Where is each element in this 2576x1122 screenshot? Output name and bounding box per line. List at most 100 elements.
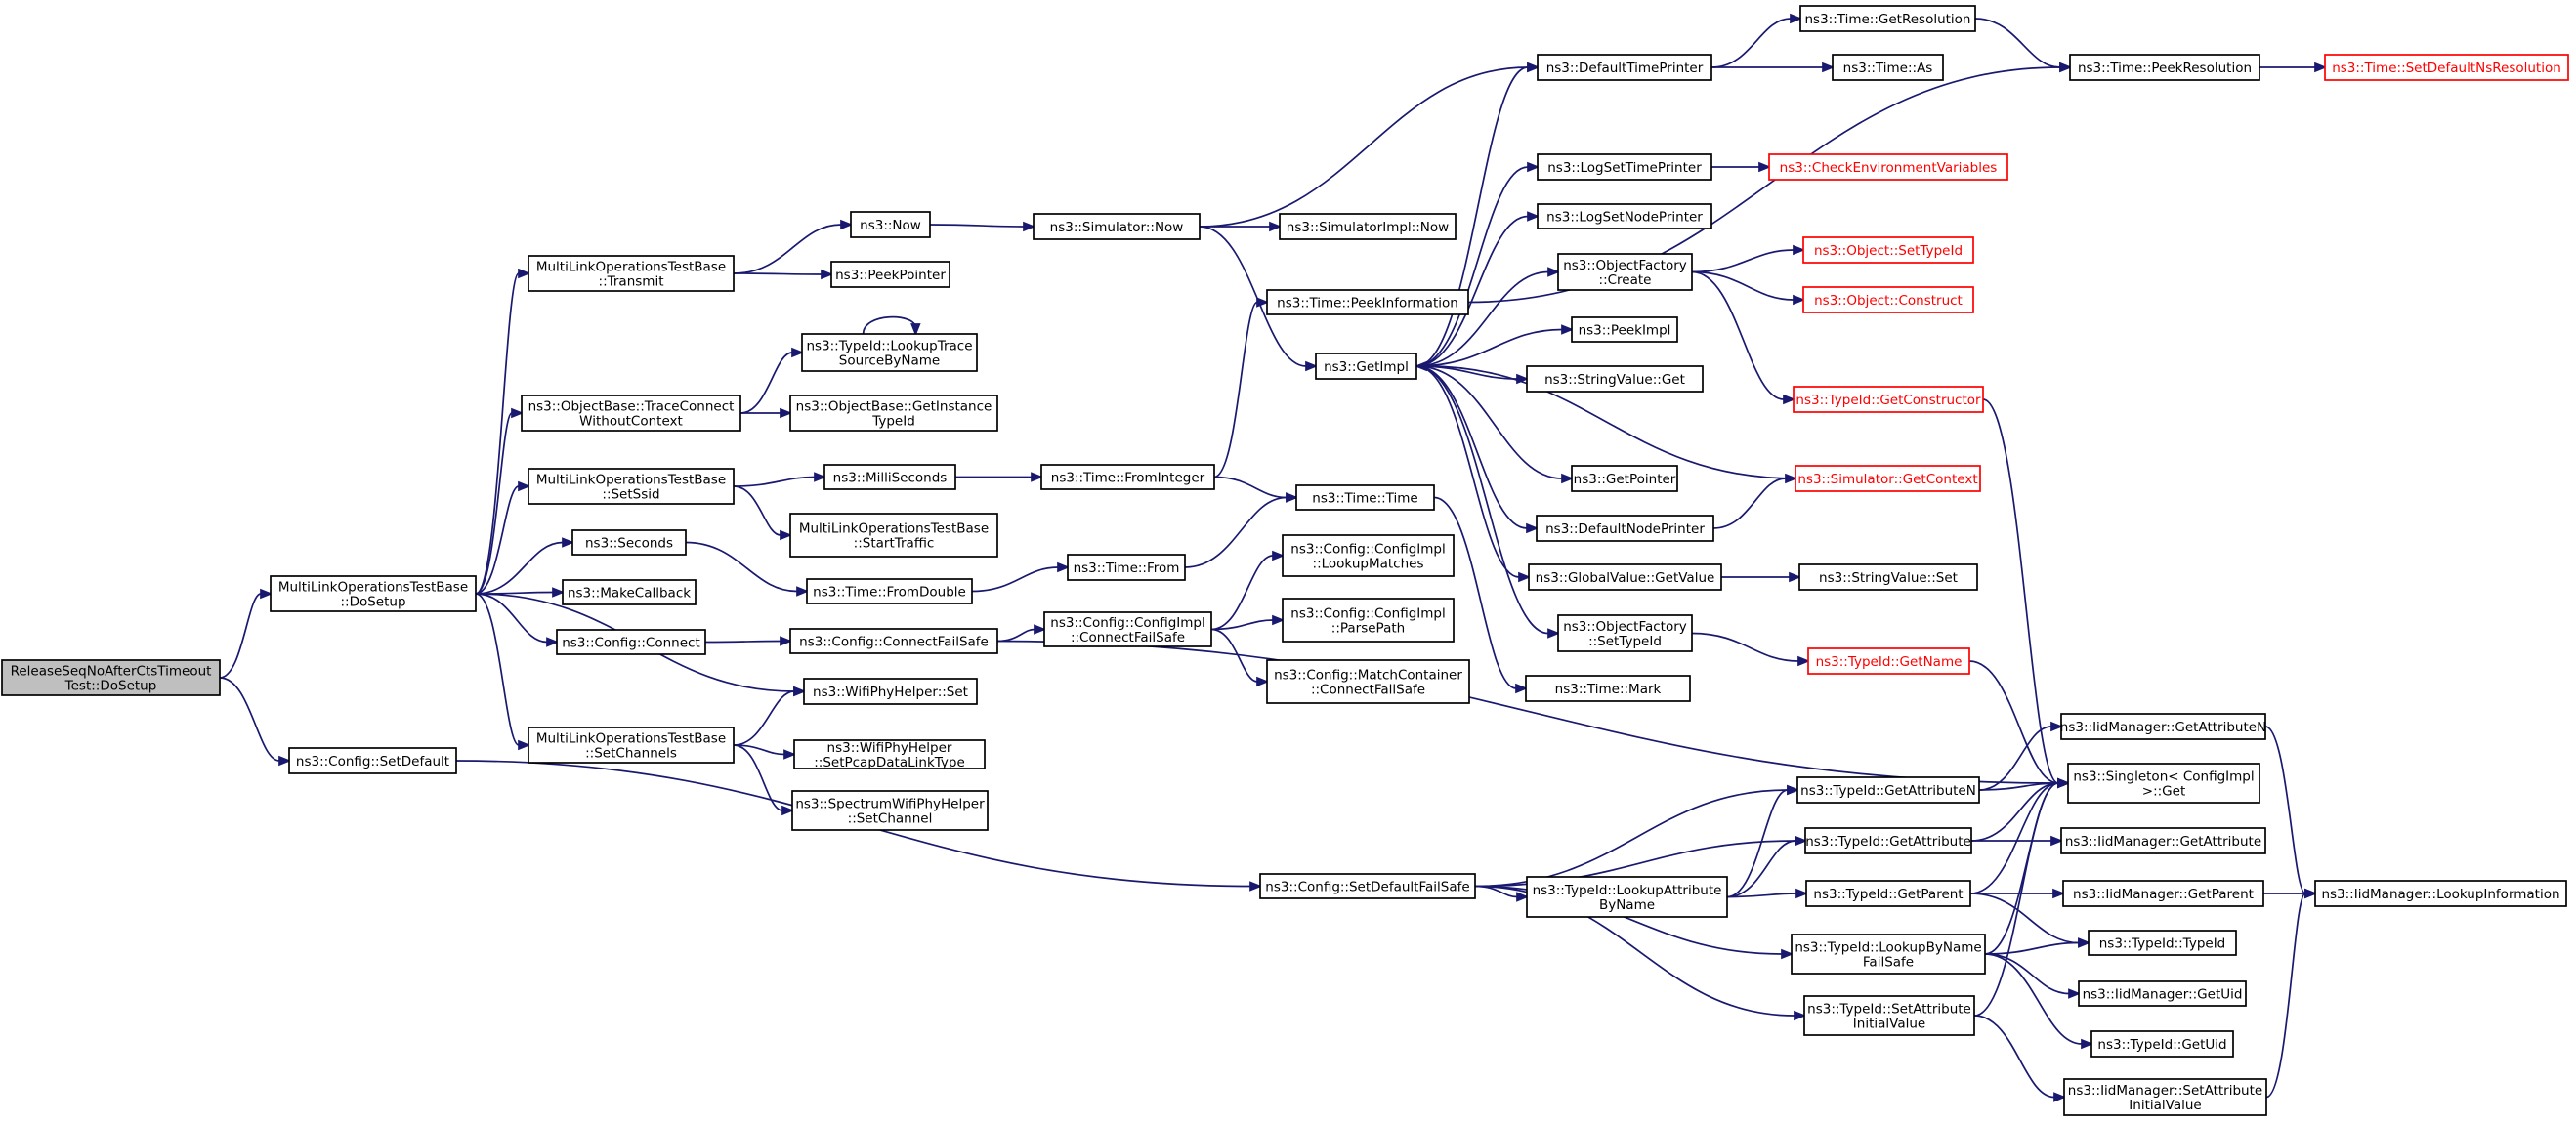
edge-setDefaultFailSafe-to-lookupByNameFailSafe xyxy=(1474,885,1795,960)
node-peekResolution[interactable]: ns3::Time::PeekResolution xyxy=(2069,54,2260,81)
edge-getImpl-to-logSetNodePrinter xyxy=(1415,211,1541,367)
node-traceConnect[interactable]: ns3::ObjectBase::TraceConnectWithoutCont… xyxy=(521,395,741,432)
node-startTraffic[interactable]: MultiLinkOperationsTestBase::StartTraffi… xyxy=(789,513,998,558)
node-cfgImplConnectFailSafe[interactable]: ns3::Config::ConfigImpl::ConnectFailSafe xyxy=(1043,611,1212,647)
node-box xyxy=(1571,316,1678,343)
node-parsePath[interactable]: ns3::Config::ConfigImpl::ParsePath xyxy=(1282,598,1455,643)
node-label: ns3::StringValue::Get xyxy=(1544,372,1685,388)
edge-line xyxy=(2264,726,2306,894)
edge-lookupByNameFailSafe-to-typeIdGetUid xyxy=(1984,953,2094,1050)
node-iidGetParent[interactable]: ns3::IidManager::GetParent xyxy=(2062,880,2264,907)
node-stringValueSet[interactable]: ns3::StringValue::Set xyxy=(1798,563,1978,591)
node-peekImpl[interactable]: ns3::PeekImpl xyxy=(1571,316,1678,343)
node-iidGetAttributeN[interactable]: ns3::IidManager::GetAttributeN xyxy=(2060,713,2266,740)
node-label: ::SetChannel xyxy=(848,811,933,827)
node-matchContainer[interactable]: ns3::Config::MatchContainer::ConnectFail… xyxy=(1266,659,1470,704)
node-typeIdGetAttribute[interactable]: ns3::TypeId::GetAttribute xyxy=(1804,827,1972,854)
edge-getImpl-to-globalValueGetValue xyxy=(1415,365,1532,583)
edge-traceConnect-to-getInstanceTypeId xyxy=(740,407,793,419)
node-objConstruct[interactable]: ns3::Object::Construct xyxy=(1802,286,1974,313)
node-getConstructor[interactable]: ns3::TypeId::GetConstructor xyxy=(1793,386,1984,413)
edge-peekResolution-to-setDefaultNs xyxy=(2259,62,2328,73)
node-getImpl[interactable]: ns3::GetImpl xyxy=(1315,353,1417,380)
edge-arrowhead xyxy=(2052,888,2066,899)
node-cfgConnect[interactable]: ns3::Config::Connect xyxy=(556,629,706,655)
node-iidSetAttrInitialValue[interactable]: ns3::IidManager::SetAttributeInitialValu… xyxy=(2063,1078,2267,1116)
node-singletonGet[interactable]: ns3::Singleton< ConfigImpl >::Get xyxy=(2067,763,2260,804)
node-setSsid[interactable]: MultiLinkOperationsTestBase::SetSsid xyxy=(528,468,735,505)
node-fromDouble[interactable]: ns3::Time::FromDouble xyxy=(806,578,973,604)
node-defaultNodePrinter[interactable]: ns3::DefaultNodePrinter xyxy=(1536,515,1714,542)
node-typeIdGetAttributeN[interactable]: ns3::TypeId::GetAttributeN xyxy=(1796,776,1980,804)
edge-logSetTimePrinter-to-checkEnv xyxy=(1710,161,1772,173)
node-doSetup[interactable]: MultiLinkOperationsTestBase::DoSetup xyxy=(270,575,477,612)
node-box xyxy=(1557,253,1693,291)
node-fromInteger[interactable]: ns3::Time::FromInteger xyxy=(1040,464,1215,490)
node-setDefaultNs[interactable]: ns3::Time::SetDefaultNsResolution xyxy=(2324,54,2569,81)
node-stringValueGet[interactable]: ns3::StringValue::Get xyxy=(1526,365,1704,393)
node-setDefaultFailSafe[interactable]: ns3::Config::SetDefaultFailSafe xyxy=(1259,873,1476,899)
node-getContext[interactable]: ns3::Simulator::GetContext xyxy=(1795,465,1981,492)
node-getPointer[interactable]: ns3::GetPointer xyxy=(1571,465,1678,492)
edge-line xyxy=(1415,270,1549,367)
node-box xyxy=(2314,880,2567,907)
node-logSetNodePrinter[interactable]: ns3::LogSetNodePrinter xyxy=(1537,203,1712,229)
edge-line xyxy=(1415,365,1563,479)
edge-objFactorySetTypeId-to-typeIdGetName xyxy=(1691,632,1811,667)
node-setChannels[interactable]: MultiLinkOperationsTestBase::SetChannels xyxy=(528,727,735,764)
node-checkEnv[interactable]: ns3::CheckEnvironmentVariables xyxy=(1768,153,2008,181)
edge-arrowhead xyxy=(791,347,805,358)
node-typeIdTypeId[interactable]: ns3::TypeId::TypeId xyxy=(2088,930,2237,956)
node-box xyxy=(1802,236,1974,264)
node-makeCallback[interactable]: ns3::MakeCallback xyxy=(562,579,697,605)
node-wifiSet[interactable]: ns3::WifiPhyHelper::Set xyxy=(803,678,978,705)
edge-line xyxy=(1984,953,2083,1045)
node-spectrumSetChannel[interactable]: ns3::SpectrumWifiPhyHelper::SetChannel xyxy=(791,790,989,831)
edge-line xyxy=(219,593,262,679)
node-cfgSetDefault[interactable]: ns3::Config::SetDefault xyxy=(288,747,457,774)
node-peekInformation[interactable]: ns3::Time::PeekInformation xyxy=(1266,289,1469,315)
node-milliSeconds[interactable]: ns3::MilliSeconds xyxy=(823,464,956,490)
node-globalValueGetValue[interactable]: ns3::GlobalValue::GetValue xyxy=(1528,563,1722,591)
node-iidGetUid[interactable]: ns3::IidManager::GetUid xyxy=(2078,980,2247,1007)
edge-setAttrInitialValue-to-iidSetAttrInitialValue xyxy=(1973,1015,2067,1102)
node-timeMark[interactable]: ns3::Time::Mark xyxy=(1525,675,1691,702)
node-typeIdGetParent[interactable]: ns3::TypeId::GetParent xyxy=(1805,880,1971,907)
node-objFactoryCreate[interactable]: ns3::ObjectFactory::Create xyxy=(1557,253,1693,291)
node-objFactorySetTypeId[interactable]: ns3::ObjectFactory::SetTypeId xyxy=(1557,614,1693,652)
edge-doSetup-to-setSsid xyxy=(475,480,531,595)
node-now[interactable]: ns3::Now xyxy=(850,211,931,238)
node-timeTime[interactable]: ns3::Time::Time xyxy=(1295,484,1435,511)
node-timeAs[interactable]: ns3::Time::As xyxy=(1832,54,1944,81)
node-objSetTypeId[interactable]: ns3::Object::SetTypeId xyxy=(1802,236,1974,264)
node-label: ns3::TypeId::GetParent xyxy=(1813,887,1963,902)
node-simImplNow[interactable]: ns3::SimulatorImpl::Now xyxy=(1279,213,1457,240)
node-simNow[interactable]: ns3::Simulator::Now xyxy=(1033,213,1201,240)
node-transmit[interactable]: MultiLinkOperationsTestBase::Transmit xyxy=(528,255,735,292)
node-lookupMatches[interactable]: ns3::Config::ConfigImpl::LookupMatches xyxy=(1282,534,1455,577)
node-logSetTimePrinter[interactable]: ns3::LogSetTimePrinter xyxy=(1537,153,1712,181)
edge-getImpl-to-getPointer xyxy=(1415,365,1575,484)
edge-line xyxy=(1415,365,1549,635)
node-defaultTimePrinter[interactable]: ns3::DefaultTimePrinter xyxy=(1537,54,1712,81)
node-iidLookupInformation[interactable]: ns3::IidManager::LookupInformation xyxy=(2314,880,2567,907)
node-typeIdGetName[interactable]: ns3::TypeId::GetName xyxy=(1807,647,1970,675)
edge-setChannels-to-spectrumSetChannel xyxy=(733,744,795,816)
node-seconds[interactable]: ns3::Seconds xyxy=(571,529,687,556)
node-timeFrom[interactable]: ns3::Time::From xyxy=(1067,554,1186,581)
node-getResolution[interactable]: ns3::Time::GetResolution xyxy=(1799,5,1976,32)
node-peekPointer[interactable]: ns3::PeekPointer xyxy=(830,261,950,288)
node-cfgConnectFailSafe[interactable]: ns3::Config::ConnectFailSafe xyxy=(789,628,998,654)
node-iidGetAttribute[interactable]: ns3::IidManager::GetAttribute xyxy=(2060,827,2266,854)
node-label: ns3::Seconds xyxy=(585,536,673,552)
edge-typeIdGetAttribute-to-iidGetAttribute xyxy=(1971,835,2064,847)
node-label: ns3::MilliSeconds xyxy=(833,471,948,486)
node-setPcap[interactable]: ns3::WifiPhyHelper::SetPcapDataLinkType xyxy=(793,739,986,770)
node-typeIdGetUid[interactable]: ns3::TypeId::GetUid xyxy=(2090,1030,2234,1058)
